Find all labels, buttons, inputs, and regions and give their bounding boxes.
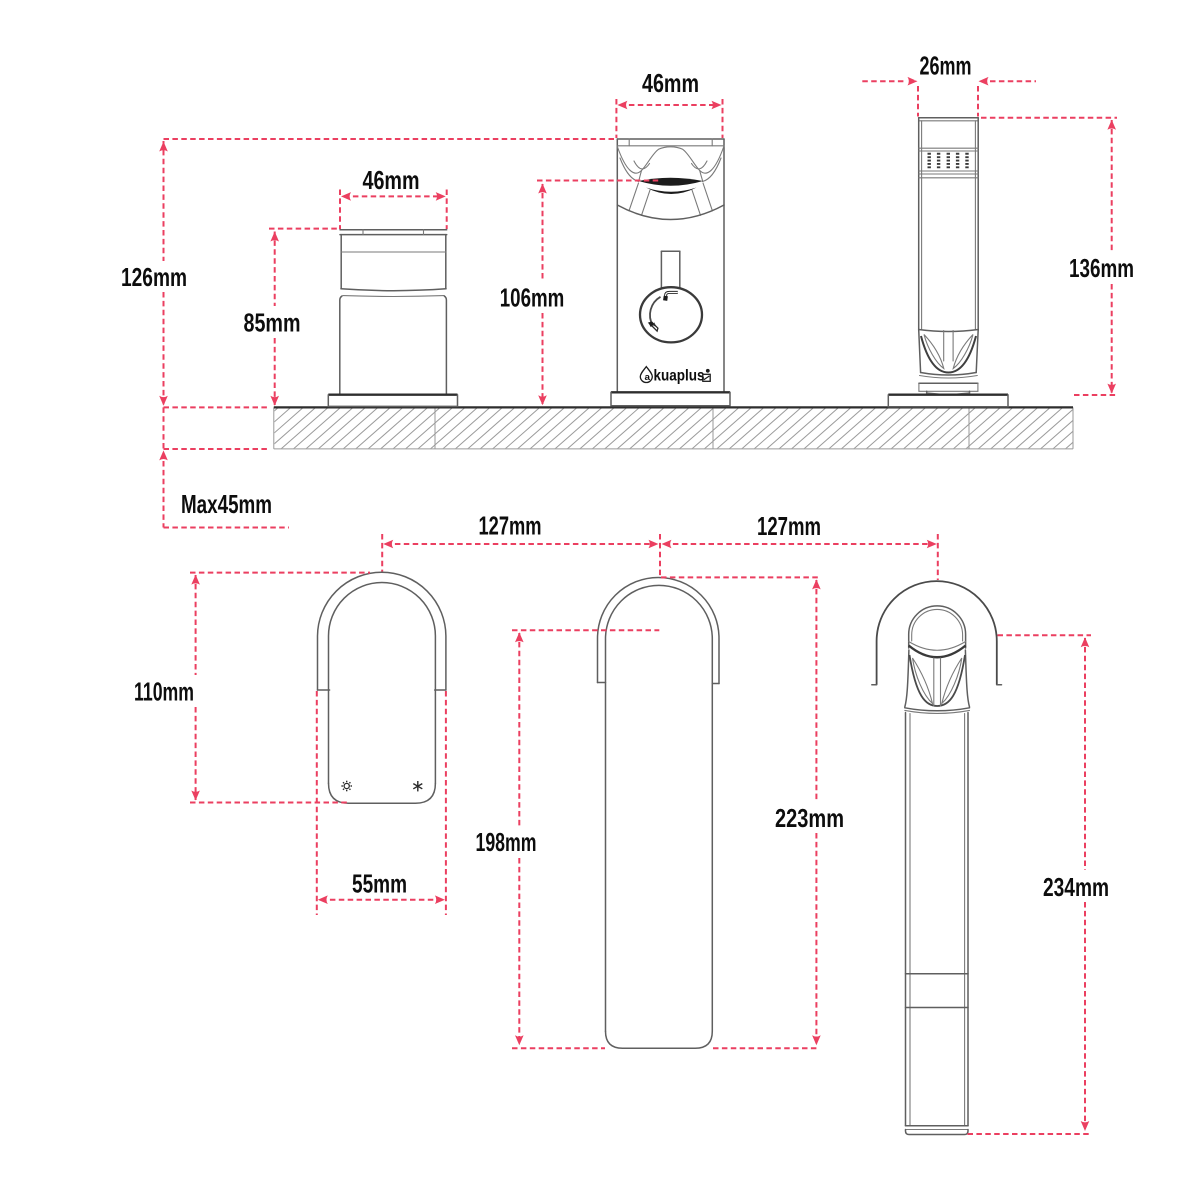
svg-text:106mm: 106mm [500,283,565,313]
svg-text:26mm: 26mm [920,51,972,81]
svg-text:kuaplus: kuaplus [654,367,705,384]
svg-text:110mm: 110mm [134,677,194,707]
svg-text:126mm: 126mm [121,262,187,292]
svg-text:Max45mm: Max45mm [181,489,272,519]
svg-text:46mm: 46mm [363,165,420,195]
svg-text:234mm: 234mm [1043,872,1109,902]
svg-text:223mm: 223mm [775,803,844,833]
svg-text:a: a [645,372,652,382]
svg-text:136mm: 136mm [1069,253,1134,283]
svg-text:127mm: 127mm [757,511,821,541]
svg-text:85mm: 85mm [244,308,301,338]
svg-text:46mm: 46mm [642,68,699,98]
svg-text:55mm: 55mm [352,869,407,899]
svg-text:127mm: 127mm [479,511,542,541]
svg-text:198mm: 198mm [476,827,537,857]
